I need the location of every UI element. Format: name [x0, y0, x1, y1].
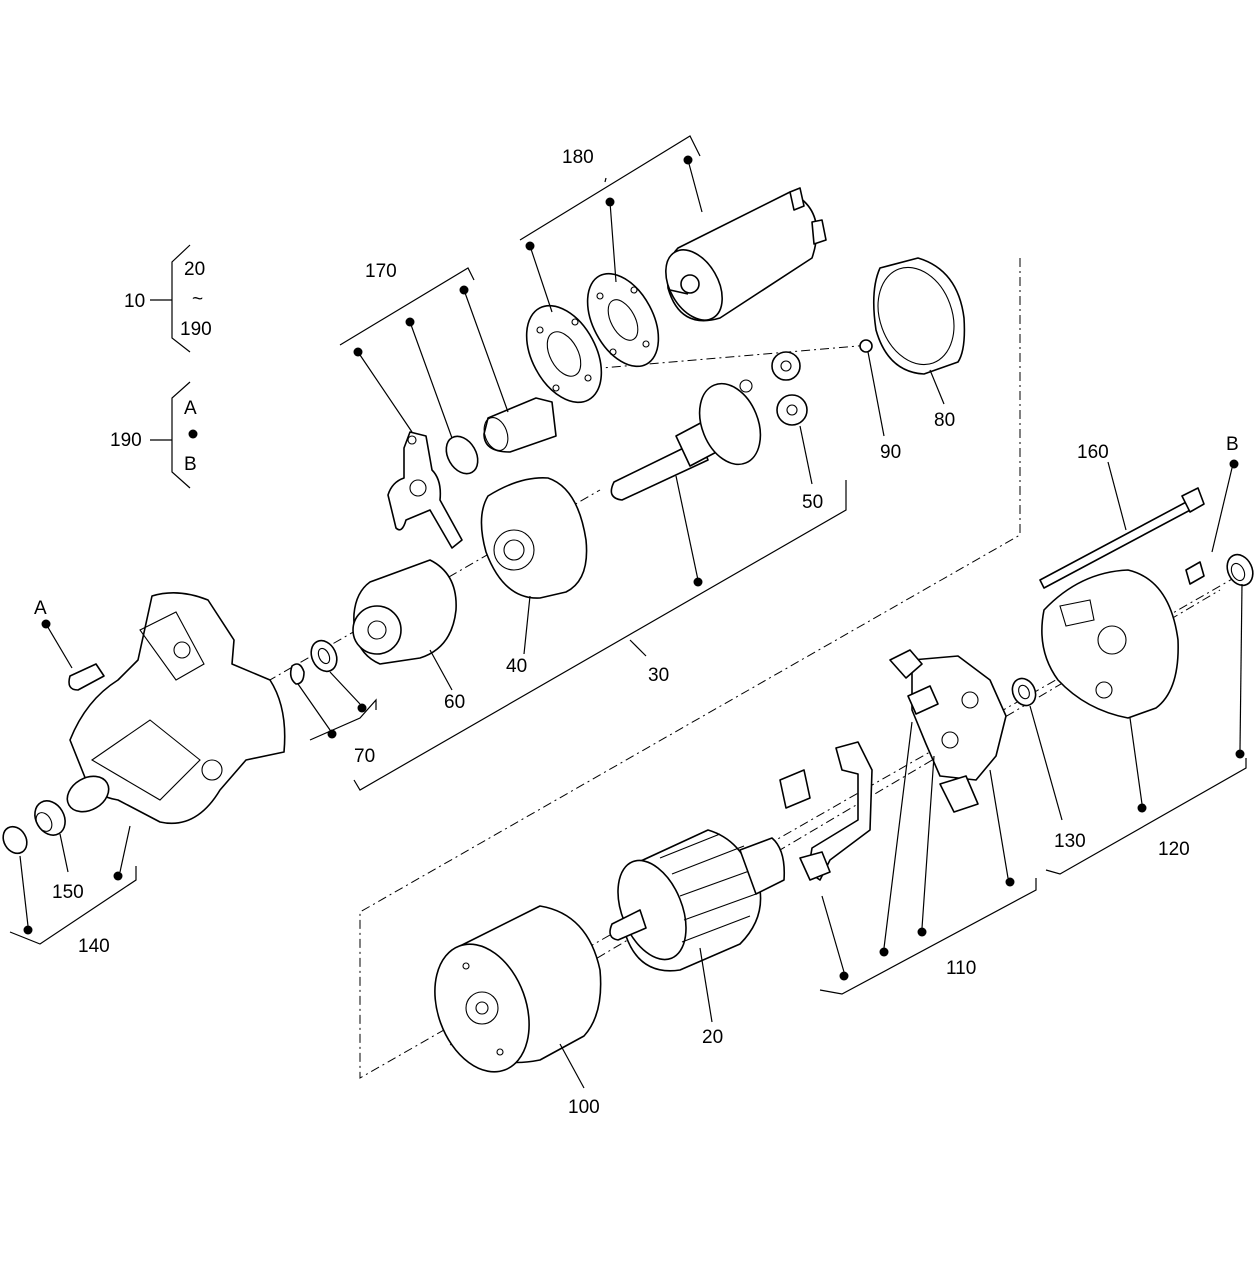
part-180-solenoid: [665, 187, 827, 322]
part-70-collar: [289, 639, 338, 685]
legend-ab: 190 A B: [110, 381, 198, 489]
legend-range: 10 20 ~ 190: [124, 244, 212, 353]
legend-tilde: ~: [192, 289, 203, 310]
part-150-bushing: 150: [34, 800, 84, 903]
label-20: 20: [702, 1027, 723, 1048]
part-120-washer: [1226, 553, 1254, 759]
label-70: 70: [354, 746, 375, 767]
part-50-gears: 50: [771, 351, 823, 513]
part-140-housing: [66, 592, 286, 881]
label-50: 50: [802, 492, 823, 513]
callout-170: 170: [339, 261, 509, 439]
label-150: 150: [52, 882, 84, 903]
ref-label-B: B: [1226, 434, 1239, 455]
label-120: 120: [1158, 839, 1190, 860]
part-80-ring: [872, 257, 966, 375]
part-40-housing: 40: [480, 477, 588, 677]
ref-label-A: A: [34, 598, 47, 619]
callout-70: 70: [297, 671, 377, 767]
part-170-seal: [445, 435, 479, 475]
part-110-brush-2: [799, 741, 873, 881]
label-130: 130: [1054, 831, 1086, 852]
callout-110: 110: [819, 721, 1037, 995]
part-180-plate-2: [586, 272, 660, 368]
legend-label-190: 190: [110, 430, 142, 451]
label-140: 140: [78, 936, 110, 957]
part-20-armature: 20: [609, 829, 786, 1048]
legend-label-10: 10: [124, 291, 145, 312]
label-80: 80: [934, 410, 955, 431]
legend-label-20: 20: [184, 259, 205, 280]
part-170-plunger: [483, 397, 557, 453]
part-170-lever: [387, 431, 463, 549]
callout-180: 180: [519, 135, 703, 313]
part-140-bolt: A: [34, 598, 105, 691]
part-180-plate-1: [525, 304, 603, 404]
part-130-bearing: 130: [1011, 677, 1086, 852]
label-60: 60: [444, 692, 465, 713]
callout-80-90: 90 80: [867, 351, 955, 463]
label-40: 40: [506, 656, 527, 677]
part-110-holder: [889, 649, 1007, 813]
part-B-screw: B: [1185, 434, 1239, 585]
legend-label-190-top: 190: [180, 319, 212, 340]
part-30-shaft: [610, 379, 762, 587]
part-110-brush-1: [779, 769, 811, 809]
callout-140: 140: [9, 866, 137, 957]
label-100: 100: [568, 1097, 600, 1118]
legend-label-B: B: [184, 454, 197, 475]
label-110: 110: [946, 958, 976, 979]
legend-label-A: A: [184, 398, 197, 419]
part-100-yoke: 100: [434, 905, 602, 1118]
callout-120: 120: [1045, 758, 1247, 875]
label-160: 160: [1077, 442, 1109, 463]
label-180: 180: [562, 147, 594, 168]
label-90: 90: [880, 442, 901, 463]
part-140-cap: [2, 825, 33, 935]
part-60-clutch: 60: [352, 559, 465, 713]
part-120-cover: [1041, 569, 1179, 813]
part-160-bolt: 160: [1039, 442, 1205, 589]
label-30: 30: [648, 665, 669, 686]
callout-30: 30: [353, 480, 847, 791]
label-170: 170: [365, 261, 397, 282]
part-90-ball: [859, 339, 873, 353]
